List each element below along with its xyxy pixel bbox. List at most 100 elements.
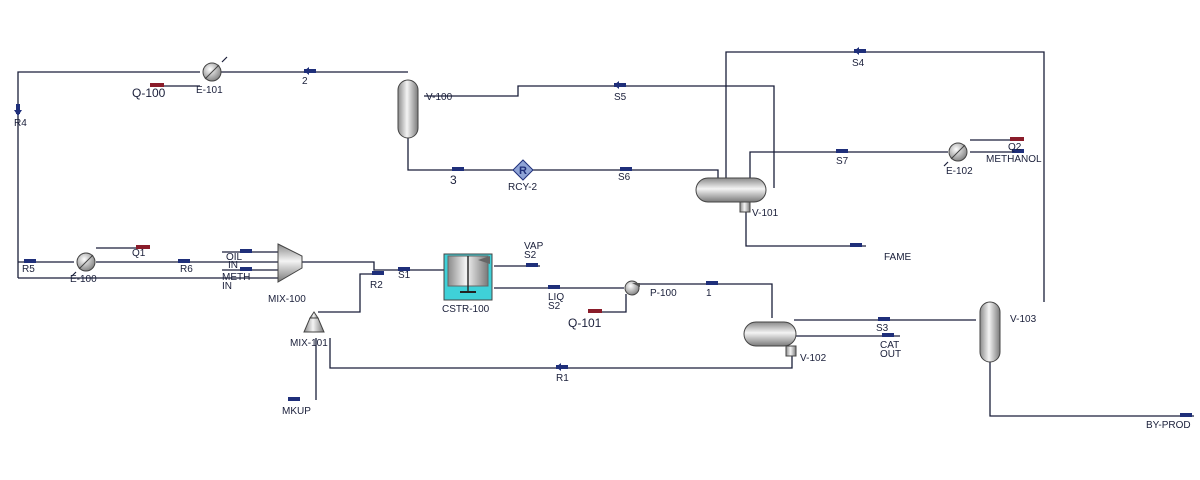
arrow-stream-3 bbox=[452, 167, 464, 171]
label-cat: CAT bbox=[880, 340, 899, 351]
label-q1: Q1 bbox=[132, 248, 146, 259]
label-s3: S3 bbox=[876, 323, 889, 334]
arrow-head-s4 bbox=[854, 47, 859, 55]
recycle-icon bbox=[512, 159, 534, 181]
arrow-energy-q1 bbox=[136, 245, 150, 249]
vertical-vessel-icon bbox=[979, 301, 1001, 363]
label-s6: S6 bbox=[618, 172, 631, 183]
arrow-stream-s1 bbox=[398, 267, 410, 271]
label-vap: VAP bbox=[524, 241, 544, 252]
heat-exchanger-e101[interactable] bbox=[202, 56, 228, 82]
stream-s5-pipe bbox=[424, 85, 775, 188]
arrow-energy-q100 bbox=[150, 83, 164, 87]
label-mix100: MIX-100 bbox=[268, 294, 306, 305]
heater-arrow bbox=[221, 56, 228, 63]
label-q100: Q-100 bbox=[132, 86, 166, 100]
arrow-energy-q2 bbox=[1010, 137, 1024, 141]
label-r4: R4 bbox=[14, 118, 27, 129]
label-q101: Q-101 bbox=[568, 316, 602, 330]
label-r2: R2 bbox=[370, 280, 383, 291]
label-s4: S4 bbox=[852, 58, 865, 69]
vessel-v100[interactable] bbox=[397, 79, 419, 139]
heater-arrow bbox=[71, 271, 77, 277]
arrow-stream-byprod bbox=[1180, 413, 1192, 417]
mixer-mix101[interactable] bbox=[303, 311, 325, 333]
arrow-stream-r6 bbox=[178, 259, 190, 263]
stream-r2-pipe bbox=[318, 273, 372, 313]
label-s1: S1 bbox=[398, 270, 411, 281]
label-stream-2: 2 bbox=[302, 76, 308, 87]
reactor-motor bbox=[478, 256, 490, 264]
label-meth-in: IN bbox=[222, 281, 232, 292]
mixer-mix100[interactable] bbox=[277, 243, 303, 283]
reactor-cstr100[interactable] bbox=[443, 253, 493, 301]
vessel-boot bbox=[739, 201, 751, 213]
horizontal-vessel-icon bbox=[695, 177, 767, 203]
label-mix101: MIX-101 bbox=[290, 338, 328, 349]
arrow-head-2 bbox=[304, 67, 309, 75]
label-methanol: METHANOL bbox=[986, 154, 1042, 165]
label-meth: METH bbox=[222, 272, 250, 283]
vessel-v102[interactable] bbox=[743, 321, 797, 357]
arrow-stream-r4 bbox=[16, 104, 20, 114]
heater-diagonal bbox=[204, 64, 220, 80]
label-oil-in: IN bbox=[228, 260, 238, 271]
stream-fame-pipe bbox=[745, 212, 866, 247]
arrow-head-r4 bbox=[14, 110, 22, 116]
label-r5: R5 bbox=[22, 264, 35, 275]
arrow-stream-cat bbox=[882, 333, 894, 337]
arrow-stream-s4 bbox=[854, 49, 866, 53]
arrow-stream-methanol bbox=[1012, 149, 1024, 153]
heater-arrow bbox=[943, 161, 949, 167]
label-cstr100: CSTR-100 bbox=[442, 304, 490, 315]
heater-diagonal bbox=[78, 254, 94, 270]
label-v100: V-100 bbox=[426, 92, 453, 103]
label-rcy2: RCY-2 bbox=[508, 182, 538, 193]
label-r6: R6 bbox=[180, 264, 193, 275]
heat-exchanger-e100[interactable] bbox=[71, 252, 96, 277]
label-p100: P-100 bbox=[650, 288, 677, 299]
arrow-stream-s6 bbox=[620, 167, 632, 171]
mixer-icon bbox=[277, 243, 303, 283]
arrow-head-r1 bbox=[556, 363, 561, 371]
arrow-energy-q101 bbox=[588, 309, 602, 313]
arrow-stream-oil bbox=[240, 249, 252, 253]
arrow-stream-r1 bbox=[556, 365, 568, 369]
arrow-stream-2 bbox=[304, 69, 316, 73]
stream-1-pipe bbox=[638, 283, 773, 318]
label-v101: V-101 bbox=[752, 208, 779, 219]
vertical-vessel-icon bbox=[397, 79, 419, 139]
pump-p100[interactable] bbox=[624, 280, 640, 296]
label-liq-s2: S2 bbox=[548, 301, 561, 312]
arrow-stream-s7 bbox=[836, 149, 848, 153]
arrow-stream-meth bbox=[240, 267, 252, 271]
arrow-stream-s5 bbox=[614, 83, 626, 87]
label-liq: LIQ bbox=[548, 292, 564, 303]
label-q2: Q2 bbox=[1008, 142, 1022, 153]
labels: E-101 E-100 E-102 V-100 V-101 V-102 V-10… bbox=[14, 58, 1191, 431]
label-r1: R1 bbox=[556, 373, 569, 384]
arrow-stream-s3 bbox=[878, 317, 890, 321]
vessel-v103[interactable] bbox=[979, 301, 1001, 363]
arrow-stream-r2 bbox=[372, 271, 384, 275]
stream-s7-pipe bbox=[749, 151, 948, 180]
heat-exchanger-e102[interactable] bbox=[943, 142, 968, 167]
arrow-stream-mkup bbox=[288, 397, 300, 401]
heater-diagonal bbox=[950, 144, 966, 160]
stream-r4-pipe bbox=[17, 71, 200, 278]
label-cat-out: OUT bbox=[880, 349, 901, 360]
pipes bbox=[17, 51, 1194, 417]
stream-s1-pipe bbox=[302, 261, 444, 271]
vessel-boot bbox=[785, 345, 797, 357]
label-s7: S7 bbox=[836, 156, 849, 167]
recycle-rcy2[interactable]: R bbox=[512, 159, 534, 181]
vessel-v101[interactable] bbox=[695, 177, 767, 213]
label-fame: FAME bbox=[884, 252, 912, 263]
recycle-glyph: R bbox=[519, 165, 527, 177]
mixer-cap bbox=[309, 311, 319, 319]
label-s5: S5 bbox=[614, 92, 627, 103]
arrow-stream-r5 bbox=[24, 259, 36, 263]
label-v103: V-103 bbox=[1010, 314, 1037, 325]
arrow-head-s5 bbox=[614, 81, 619, 89]
